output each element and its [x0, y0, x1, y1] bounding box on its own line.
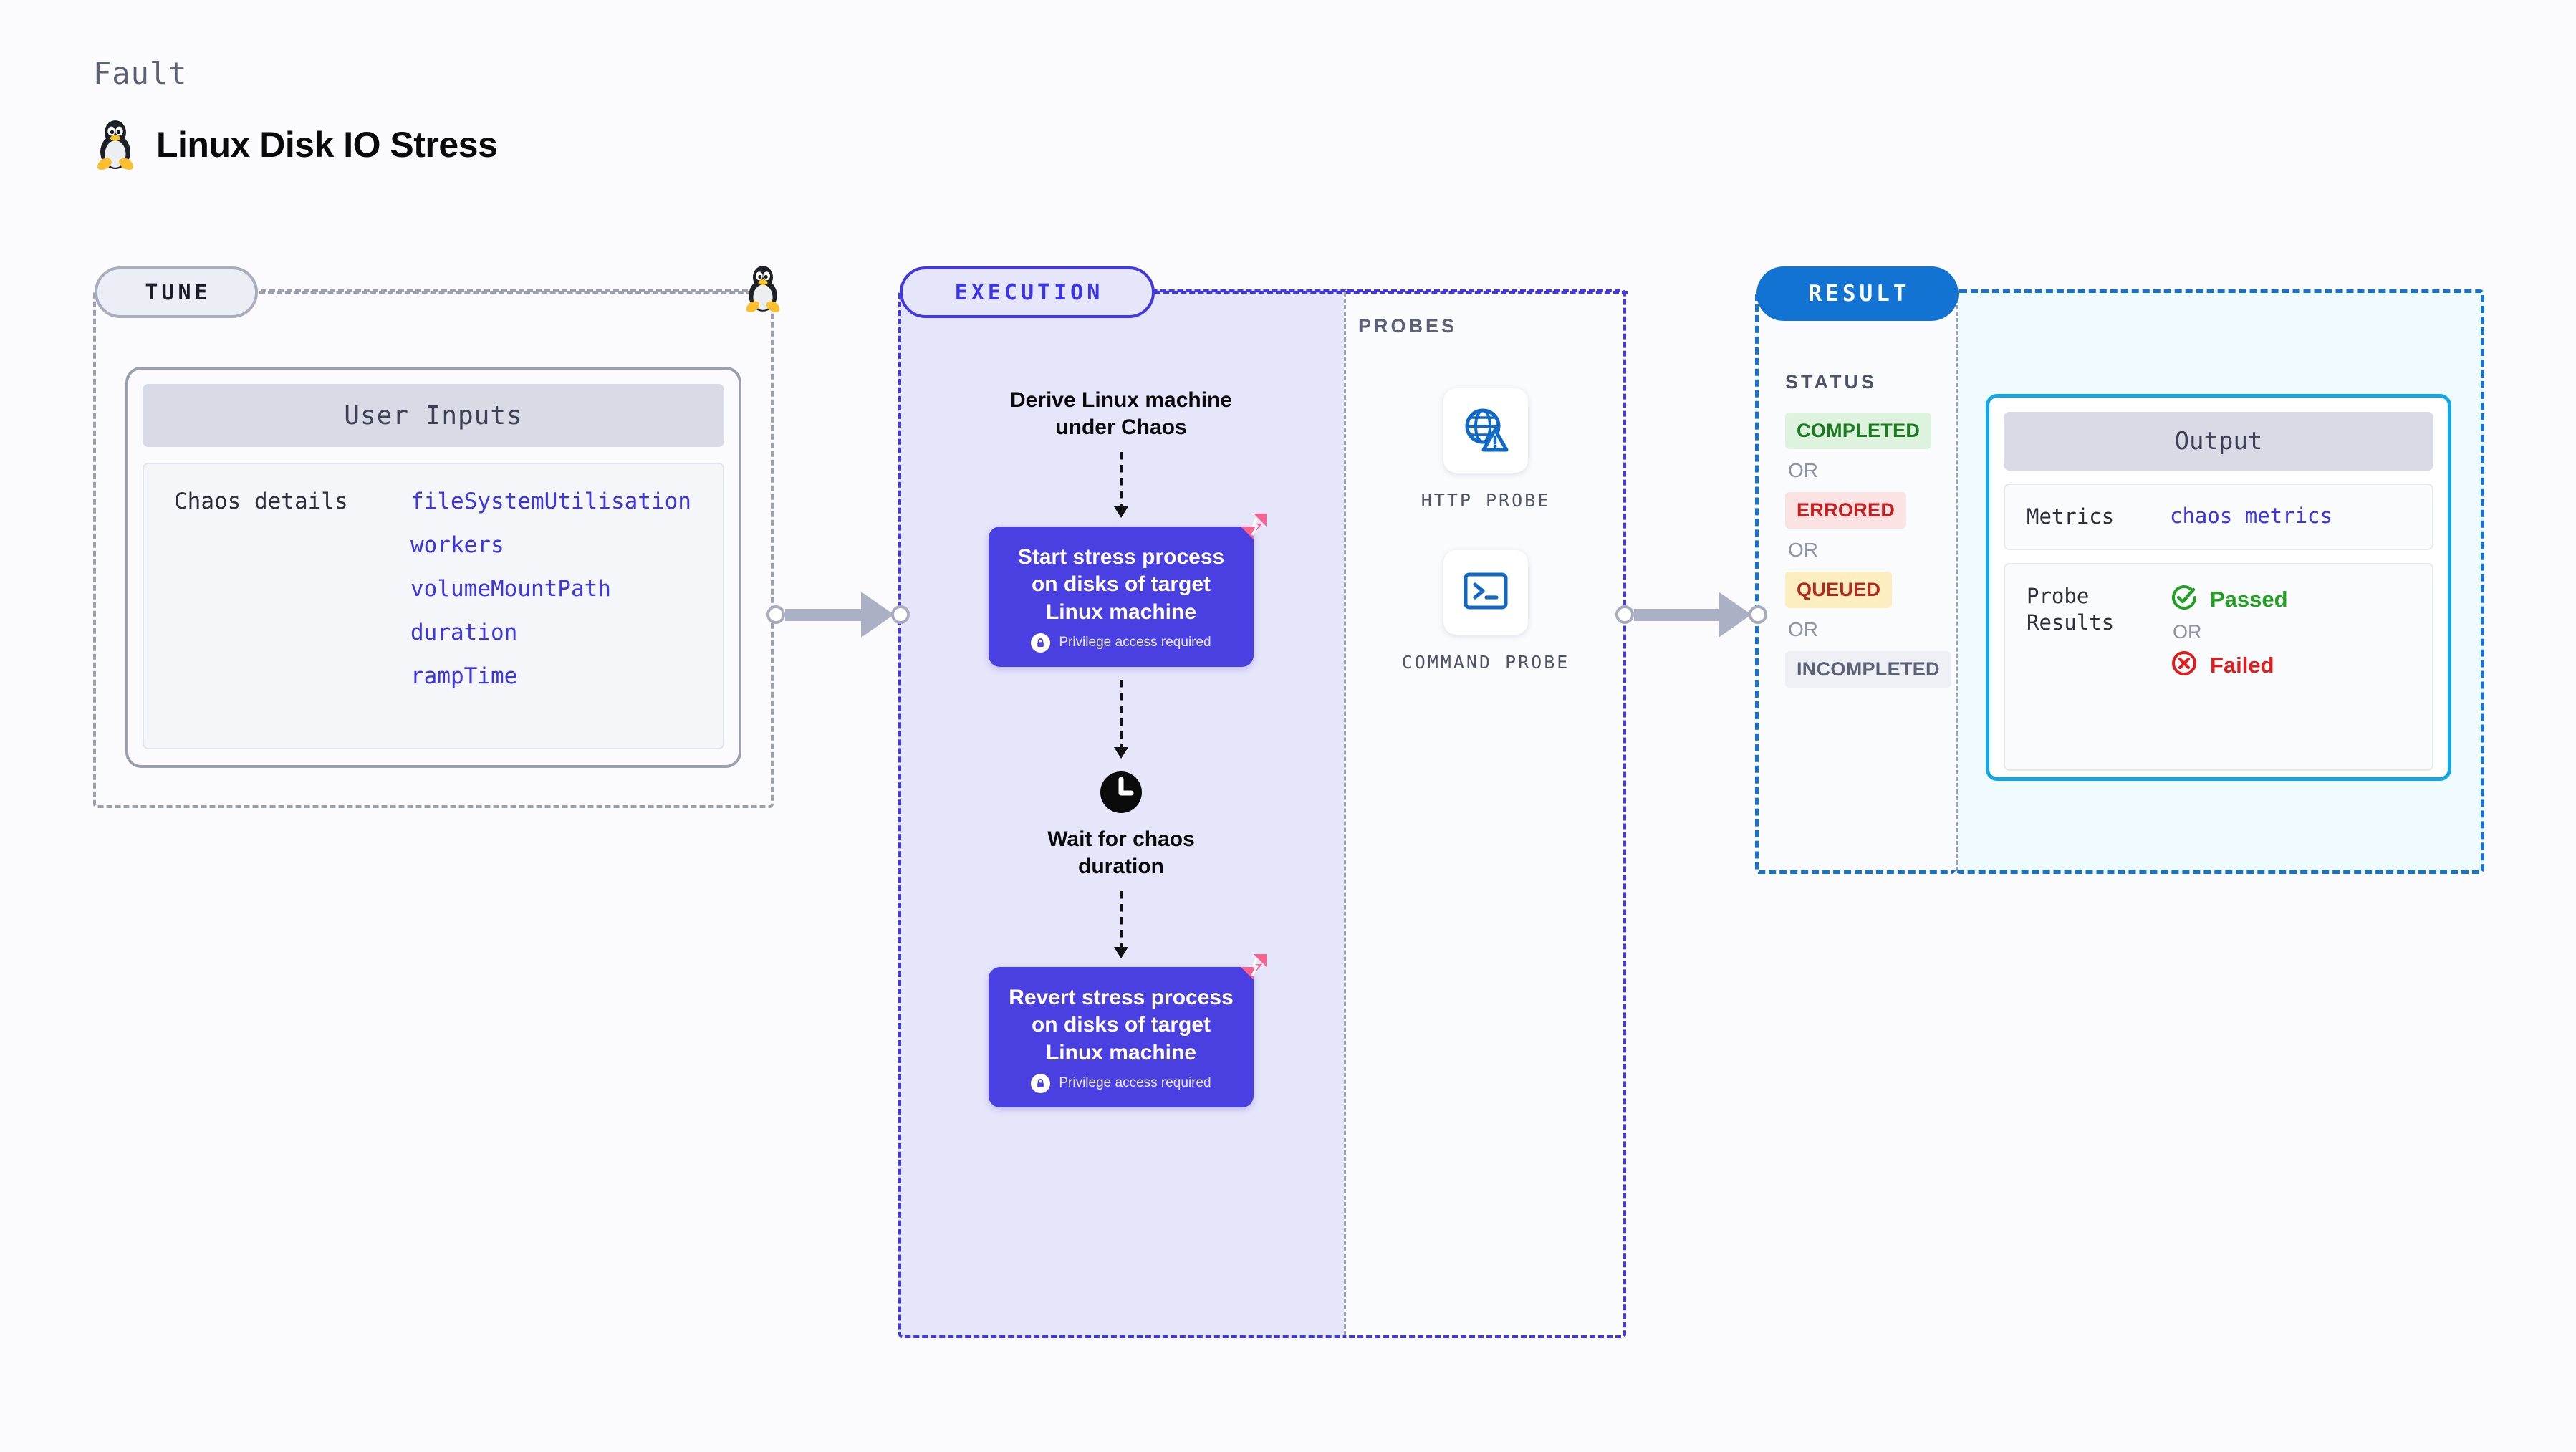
step-start-stress-card[interactable]: Start stress process on disks of target … — [989, 513, 1267, 667]
execution-flow: Derive Linux machine under Chaos Start s… — [898, 387, 1344, 1107]
start-stress-title: Start stress process on disks of target … — [1017, 544, 1225, 624]
revert-privilege-text: Privilege access required — [1059, 1075, 1211, 1091]
probe-results-label: Probe Results — [2027, 584, 2115, 635]
step-revert-stress-card[interactable]: Revert stress process on disks of target… — [989, 953, 1267, 1107]
http-probe-tile[interactable] — [1443, 388, 1528, 473]
start-privilege-text: Privilege access required — [1059, 635, 1211, 650]
status-or-1: OR — [1788, 459, 1818, 481]
param-ramp-time[interactable]: rampTime — [410, 663, 518, 689]
user-inputs-title: User Inputs — [143, 384, 724, 447]
status-badge-queued: QUEUED — [1785, 572, 1893, 608]
flow-arrow-1 — [1114, 506, 1128, 518]
status-badge-incompleted: INCOMPLETED — [1785, 651, 1951, 688]
connector-dot-start — [766, 605, 785, 624]
param-volume-mount-path[interactable]: volumeMountPath — [410, 576, 611, 602]
status-list: COMPLETED OR ERRORED OR QUEUED OR INCOMP… — [1785, 413, 1951, 688]
flow-arrow-2 — [1114, 746, 1128, 759]
terminal-icon — [1463, 571, 1509, 615]
page-title: Linux Disk IO Stress — [156, 125, 498, 165]
x-circle-icon — [2170, 649, 2198, 681]
command-probe-tile[interactable] — [1443, 550, 1528, 635]
output-title: Output — [2004, 412, 2433, 471]
chaos-params-list: fileSystemUtilisation workers volumeMoun… — [410, 489, 691, 748]
start-privilege-note: Privilege access required — [1031, 633, 1211, 653]
tune-top-dash — [259, 291, 761, 294]
param-file-system-utilisation[interactable]: fileSystemUtilisation — [410, 489, 691, 514]
page-eyebrow: Fault — [93, 56, 188, 91]
probe-result-passed: Passed — [2170, 583, 2288, 615]
connector-bar — [785, 608, 862, 621]
execution-badge[interactable]: EXECUTION — [900, 266, 1155, 318]
chaos-logo-icon — [1238, 511, 1269, 546]
lock-icon — [1031, 633, 1051, 653]
chaos-details-label: Chaos details — [174, 489, 348, 514]
http-probe-label: HTTP PROBE — [1421, 490, 1551, 511]
output-probe-results-row: Probe Results Passed OR — [2004, 563, 2433, 771]
command-probe-label: COMMAND PROBE — [1401, 652, 1570, 673]
tune-badge[interactable]: TUNE — [95, 266, 258, 318]
tux-penguin-icon — [93, 118, 138, 171]
chaos-logo-icon — [1238, 951, 1269, 986]
connector-bar — [1634, 608, 1720, 621]
param-workers[interactable]: workers — [410, 532, 504, 558]
result-badge[interactable]: RESULT — [1756, 266, 1959, 321]
probes-label: PROBES — [1358, 315, 1458, 337]
probes-divider — [1344, 292, 1346, 1335]
flow-arrow-3 — [1114, 946, 1128, 958]
connector-dot-start — [1615, 605, 1634, 624]
step-wait-duration: Wait for chaos duration — [1047, 827, 1195, 879]
connector-dot-end — [1749, 605, 1767, 624]
tux-perch-icon — [742, 264, 784, 317]
globe-warning-icon — [1462, 405, 1509, 456]
connector-tune-to-execution — [766, 592, 910, 638]
flow-connector-3 — [1120, 890, 1123, 947]
probe-command[interactable]: COMMAND PROBE — [1378, 550, 1593, 674]
page-title-row: Linux Disk IO Stress — [93, 118, 498, 171]
step-derive-machine: Derive Linux machine under Chaos — [1009, 388, 1233, 440]
clock-icon — [1099, 770, 1143, 814]
status-or-2: OR — [1788, 539, 1818, 561]
lock-icon — [1031, 1073, 1051, 1093]
probe-http[interactable]: HTTP PROBE — [1378, 388, 1593, 512]
failed-text: Failed — [2210, 652, 2274, 678]
connector-dot-end — [891, 605, 910, 624]
passed-text: Passed — [2210, 586, 2288, 612]
result-divider — [1956, 292, 1958, 871]
param-duration[interactable]: duration — [410, 620, 518, 645]
user-inputs-body: Chaos details fileSystemUtilisation work… — [143, 463, 724, 749]
output-card: Output Metrics chaos metrics Probe Resul… — [1986, 394, 2451, 781]
execution-top-dash — [1155, 291, 1628, 294]
output-metrics-row: Metrics chaos metrics — [2004, 484, 2433, 551]
connector-arrowhead — [861, 592, 894, 638]
status-or-3: OR — [1788, 618, 1818, 640]
flow-connector-2 — [1120, 679, 1123, 747]
check-circle-icon — [2170, 583, 2198, 615]
user-inputs-card: User Inputs Chaos details fileSystemUtil… — [125, 367, 741, 768]
status-badge-errored: ERRORED — [1785, 492, 1907, 529]
connector-execution-to-result — [1615, 592, 1767, 638]
metrics-label: Metrics — [2027, 504, 2115, 529]
status-label: STATUS — [1785, 371, 1877, 393]
metrics-value[interactable]: chaos metrics — [2170, 504, 2332, 528]
revert-privilege-note: Privilege access required — [1031, 1073, 1211, 1093]
connector-arrowhead — [1719, 592, 1751, 638]
flow-connector-1 — [1120, 451, 1123, 506]
probe-result-failed: Failed — [2170, 649, 2288, 681]
probe-results-values: Passed OR Failed — [2170, 583, 2288, 681]
probe-result-or: OR — [2173, 621, 2202, 643]
status-badge-completed: COMPLETED — [1785, 413, 1932, 449]
revert-stress-title: Revert stress process on disks of target… — [1009, 985, 1234, 1064]
